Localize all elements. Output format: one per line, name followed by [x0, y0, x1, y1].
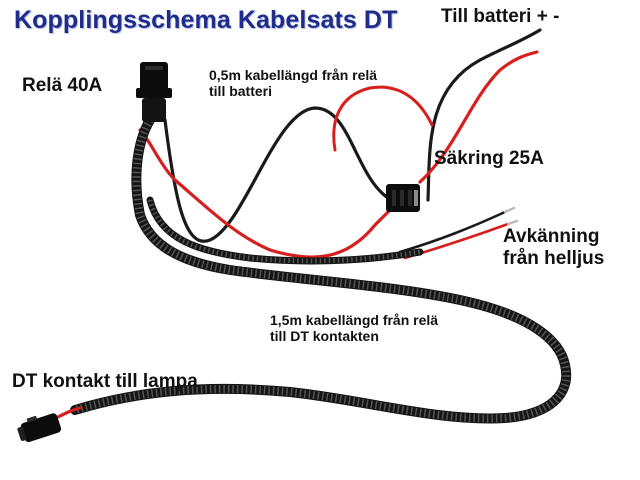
battery-wire-black	[426, 28, 542, 202]
label-relay: Relä 40A	[22, 75, 103, 96]
red-wire-fuse-to-battery	[332, 85, 434, 152]
sense-wire-tip-1	[503, 206, 516, 214]
dt-lead-red	[56, 406, 82, 419]
label-cable-to-battery-line-2: till batteri	[209, 83, 273, 100]
label-dt-connector: DT kontakt till lampa	[12, 371, 198, 392]
label-cable-to-dt-line-2: till DT kontakten	[270, 328, 379, 345]
conduit-secondary-ribbing	[147, 199, 421, 264]
diagram-title: Kopplingsschema Kabelsats DT	[14, 6, 398, 34]
sense-wire-tip-2	[506, 219, 519, 226]
label-sensing-line-2: från helljus	[503, 247, 605, 269]
dt-connector	[17, 413, 62, 443]
conduit-main-ribbing	[73, 117, 571, 423]
label-sensing-line-1: Avkänning	[503, 226, 600, 247]
label-cable-to-dt: 1,5m kabellängd från relä till DT kontak…	[270, 312, 438, 344]
sense-wire-black	[398, 210, 507, 254]
label-battery: Till batteri + -	[441, 6, 560, 27]
label-cable-to-dt-line-1: 1,5m kabellängd från relä	[270, 312, 439, 328]
label-fuse: Säkring 25A	[434, 148, 544, 169]
label-cable-to-battery: 0,5m kabellängd från relä till batteri	[209, 67, 377, 99]
loop-wire-black	[163, 106, 390, 243]
label-sensing: Avkänning från helljus	[503, 226, 604, 270]
label-cable-to-battery-line-1: 0,5m kabellängd från relä	[209, 67, 378, 83]
relay-40a	[136, 62, 172, 122]
red-wire-relay-to-fuse	[138, 128, 397, 259]
battery-wire-red	[418, 50, 539, 184]
fuse-holder-25a	[386, 184, 420, 212]
